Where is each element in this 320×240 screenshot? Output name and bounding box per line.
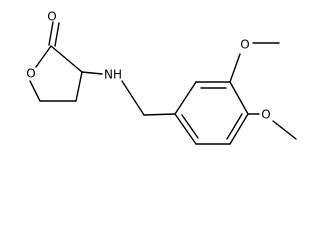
bond-ar-1-2 <box>174 81 197 115</box>
methoxy-oxygen-bottom-label: O <box>261 108 270 122</box>
chemical-structure-diagram: O O NH O O <box>26 10 297 145</box>
bond-ar3-o <box>229 53 241 83</box>
bond-c3-c2 <box>50 45 83 73</box>
bond-o-ch3-bottom <box>272 120 297 140</box>
bond-ar-3-4 <box>229 81 249 115</box>
amine-label: NH <box>104 68 122 82</box>
bond-c2-ring-o <box>35 45 52 68</box>
benzene-ring <box>174 81 249 145</box>
bond-ring-o-c5 <box>29 80 41 102</box>
methoxy-oxygen-top-label: O <box>240 38 249 52</box>
bond-c4-c3 <box>75 71 83 102</box>
bond-ar-inner-b <box>226 113 243 140</box>
bond-ar-inner-c <box>181 114 199 139</box>
bond-c2-carbonyl-o-a <box>48 21 54 46</box>
lactone-ring <box>29 21 83 102</box>
bond-ch2-aryl <box>143 113 176 116</box>
bond-ar-6-1 <box>174 113 197 145</box>
ring-oxygen-label: O <box>26 67 35 81</box>
bond-ar-4-5 <box>229 113 249 145</box>
carbonyl-oxygen-label: O <box>47 10 56 24</box>
bond-c3-nh <box>81 71 103 75</box>
bond-nh-ch2 <box>121 80 145 116</box>
bond-c2-carbonyl-o-b <box>54 22 60 47</box>
